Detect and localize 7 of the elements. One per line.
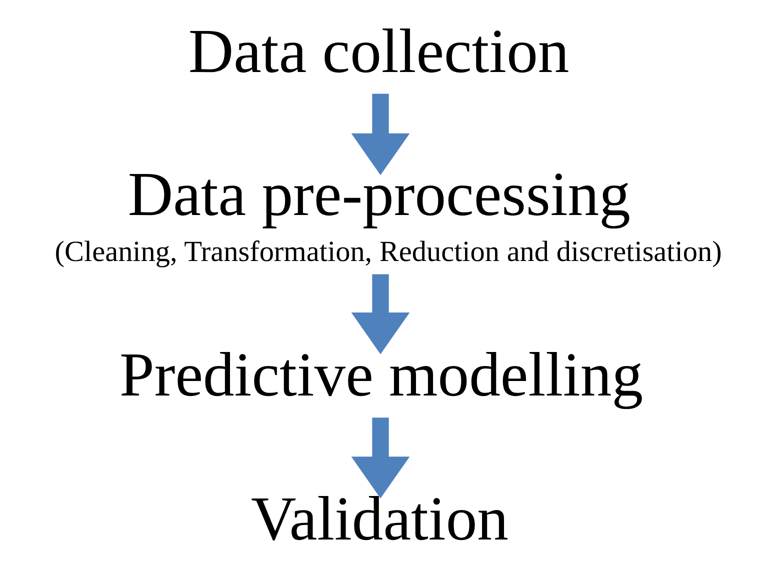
node-text: Validation — [251, 484, 508, 554]
arrow — [351, 418, 410, 498]
node-text: Data pre-processing (Cleaning, Transformation, Reduction and discretisation) — [54, 158, 722, 268]
node-text: Data collection — [188, 16, 570, 86]
node-text: Predictive modelling — [120, 339, 644, 410]
arrow — [351, 94, 410, 176]
arrow — [351, 274, 410, 354]
